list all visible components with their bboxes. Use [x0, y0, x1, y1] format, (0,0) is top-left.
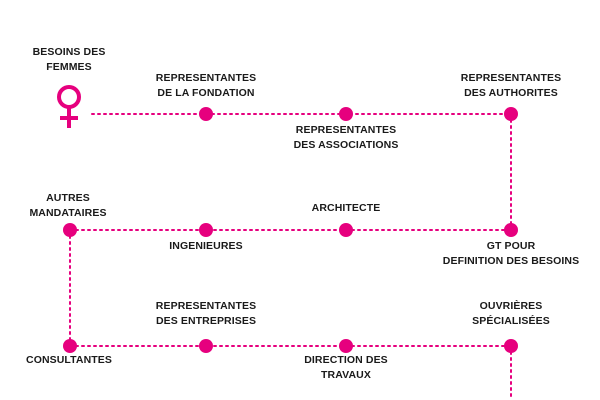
- node-autres-mandataires: [63, 223, 77, 237]
- label-rep-entreprises: REPRESENTANTES DES ENTREPRISES: [155, 300, 257, 327]
- label-besoins-femmes: BESOINS DES FEMMES: [32, 46, 106, 73]
- female-symbol-icon: [57, 85, 81, 128]
- label-rep-associations: REPRESENTANTES DES ASSOCIATIONS: [293, 124, 399, 151]
- label-ingenieures: INGENIEURES: [169, 240, 243, 252]
- node-rep-fondation: [199, 107, 213, 121]
- label-gt-besoins: GT POUR DEFINITION DES BESOINS: [442, 240, 580, 267]
- label-autres-mandataires: AUTRES MANDATAIRES: [29, 192, 107, 219]
- connector-lines: [69, 113, 512, 400]
- label-consultantes: CONSULTANTES: [26, 354, 112, 366]
- nodes: [63, 107, 518, 353]
- node-consultantes: [63, 339, 77, 353]
- label-rep-fondation: REPRESENTANTES DE LA FONDATION: [155, 72, 257, 99]
- node-gt-besoins: [504, 223, 518, 237]
- label-direction-travaux: DIRECTION DES TRAVAUX: [304, 354, 388, 381]
- node-rep-entreprises: [199, 339, 213, 353]
- node-rep-associations: [339, 107, 353, 121]
- label-ouvrieres: OUVRIÈRES SPÉCIALISÉES: [472, 300, 550, 327]
- node-rep-authorites: [504, 107, 518, 121]
- node-direction-travaux: [339, 339, 353, 353]
- node-ouvrieres: [504, 339, 518, 353]
- label-rep-authorites: REPRESENTANTES DES AUTHORITES: [460, 72, 562, 99]
- node-architecte: [339, 223, 353, 237]
- node-ingenieures: [199, 223, 213, 237]
- label-architecte: ARCHITECTE: [311, 202, 381, 214]
